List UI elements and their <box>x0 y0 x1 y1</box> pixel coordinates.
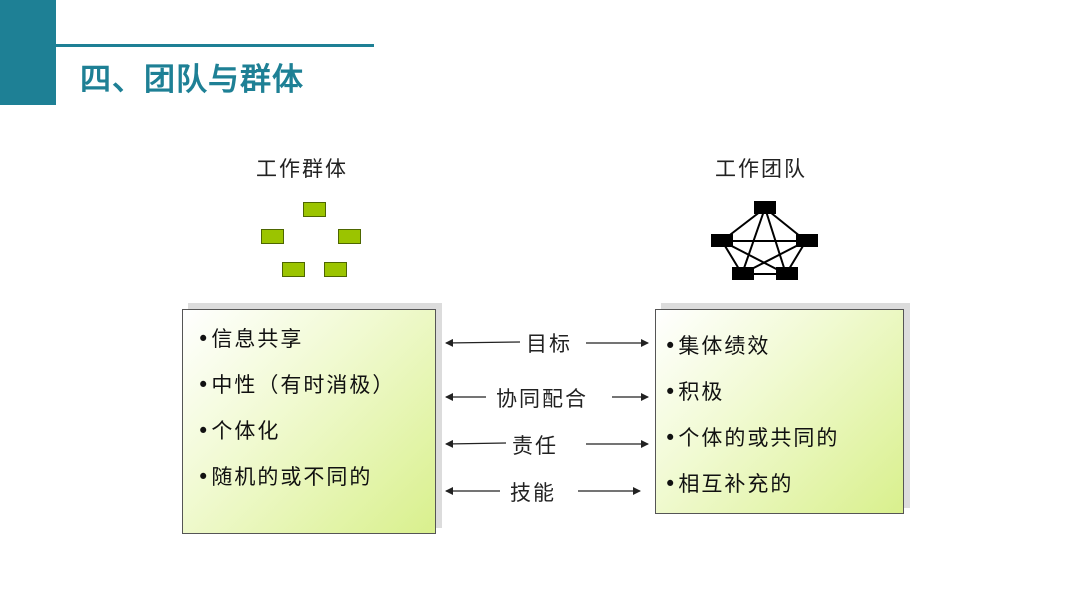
team-trait-item: •个体的或共同的 <box>664 426 840 450</box>
title-rule <box>56 44 374 47</box>
title-accent-block <box>0 0 56 105</box>
group-member-box <box>282 262 305 277</box>
arrow-responsibility-left <box>445 439 507 448</box>
team-trait-item: •积极 <box>664 380 725 404</box>
group-trait-item: •信息共享 <box>197 327 304 351</box>
group-member-box <box>324 262 347 277</box>
team-node <box>732 267 754 280</box>
group-trait-item: •个体化 <box>197 419 281 443</box>
team-network-diagram <box>711 201 818 280</box>
team-node <box>796 234 818 247</box>
group-trait-item: •随机的或不同的 <box>197 465 373 489</box>
group-trait-item: •中性（有时消极） <box>197 373 396 397</box>
connector-goal: 目标 <box>526 332 572 356</box>
arrow-goal-left <box>445 338 521 347</box>
team-node <box>754 201 776 214</box>
work-group-traits-panel: •信息共享 •中性（有时消极） •个体化 •随机的或不同的 <box>182 309 436 534</box>
group-member-box <box>261 229 284 244</box>
slide-title: 四、团队与群体 <box>80 62 304 98</box>
connector-skills: 技能 <box>510 481 556 505</box>
team-node <box>711 234 733 247</box>
team-trait-item: •集体绩效 <box>664 334 771 358</box>
group-member-box <box>338 229 361 244</box>
group-member-box <box>303 202 326 217</box>
work-team-heading: 工作团队 <box>715 157 807 181</box>
work-group-heading: 工作群体 <box>256 157 348 181</box>
work-team-traits-panel: •集体绩效 •积极 •个体的或共同的 •相互补充的 <box>655 309 904 514</box>
team-node <box>776 267 798 280</box>
team-trait-item: •相互补充的 <box>664 472 794 496</box>
connector-synergy: 协同配合 <box>496 387 588 411</box>
connector-responsibility: 责任 <box>512 434 558 458</box>
